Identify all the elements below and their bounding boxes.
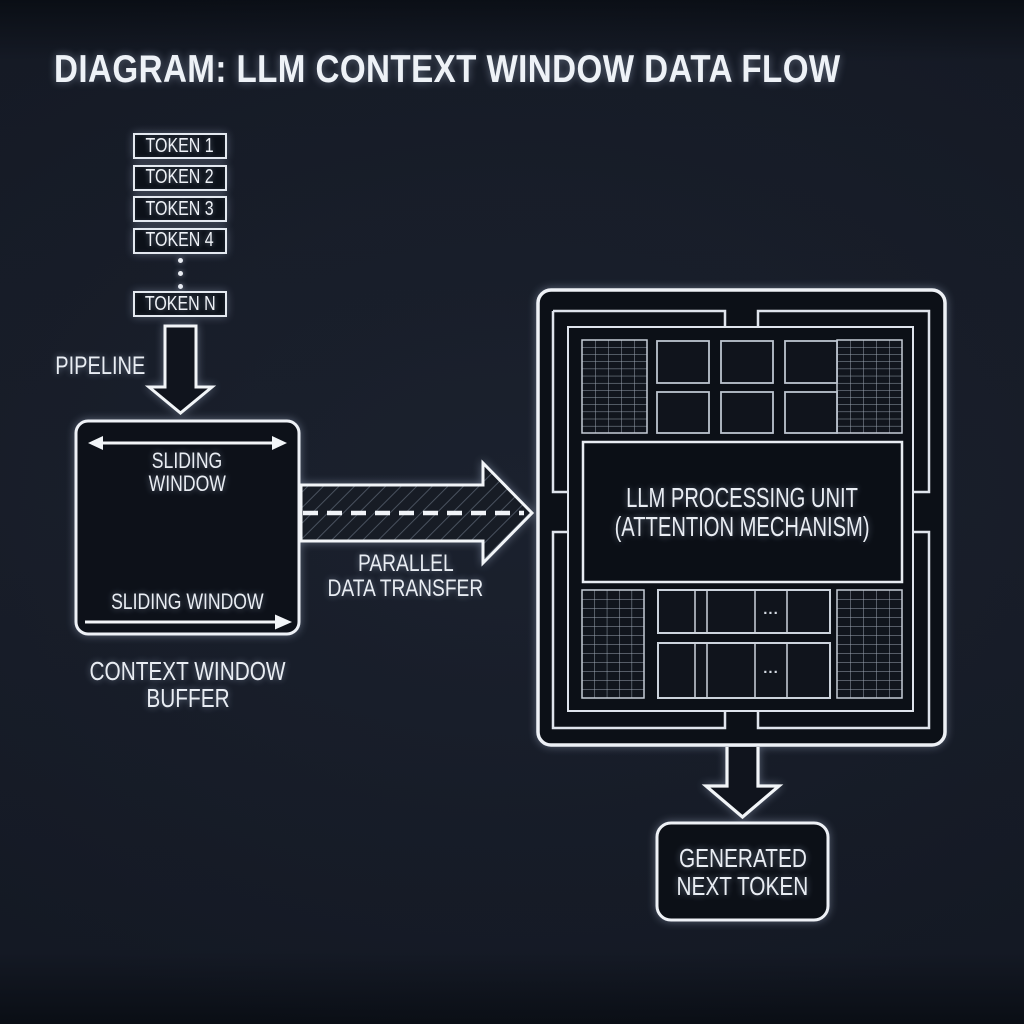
chip-core-squares [656, 340, 838, 434]
chip-register-bank-1 [657, 589, 831, 634]
chip-inner-border [567, 326, 914, 712]
output-arrow [701, 747, 784, 820]
token-box-4: TOKEN 4 [133, 227, 227, 254]
chip-grid-top-left [581, 339, 648, 434]
sliding-window-top-label: SLIDING WINDOW [148, 448, 227, 496]
context-window-buffer-caption: CONTEXT WINDOW BUFFER [89, 656, 286, 713]
chip-grid-bottom-right [836, 589, 903, 699]
sliding-window-bottom-arrow [85, 614, 292, 630]
llm-processing-unit-chip: ... ... [536, 288, 947, 747]
sliding-window-bottom-label: SLIDING WINDOW [111, 589, 264, 614]
pipeline-arrow [144, 324, 217, 415]
sliding-window-top-arrow [88, 436, 287, 450]
chip-register-bank-2 [657, 642, 831, 699]
chip-grid-bottom-left [581, 589, 645, 699]
generated-next-token-label: GENERATED NEXT TOKEN [676, 842, 809, 901]
bank-2-ellipsis: ... [763, 660, 779, 677]
llm-processing-unit-label: LLM PROCESSING UNIT (ATTENTION MECHANISM… [615, 482, 870, 542]
diagram-title-text: DIAGRAM: LLM CONTEXT WINDOW DATA FLOW [54, 48, 841, 91]
chip-mid-border [551, 309, 931, 730]
generated-token-box [655, 821, 830, 922]
token-ellipsis-dots [178, 258, 183, 289]
parallel-data-transfer-label: PARALLEL DATA TRANSFER [327, 550, 484, 602]
token-box-1: TOKEN 1 [133, 133, 227, 159]
chip-label-plate [581, 440, 904, 584]
pipeline-label: PIPELINE [54, 352, 146, 380]
parallel-transfer-arrow [299, 459, 535, 567]
token-box-2: TOKEN 2 [133, 164, 227, 191]
chip-grid-top-right [836, 339, 903, 434]
diagram-title: DIAGRAM: LLM CONTEXT WINDOW DATA FLOW [54, 48, 979, 92]
token-box-3: TOKEN 3 [133, 196, 227, 222]
bank-1-ellipsis: ... [763, 601, 779, 618]
context-window-buffer-box [74, 419, 301, 636]
token-box-n: TOKEN N [133, 291, 227, 317]
